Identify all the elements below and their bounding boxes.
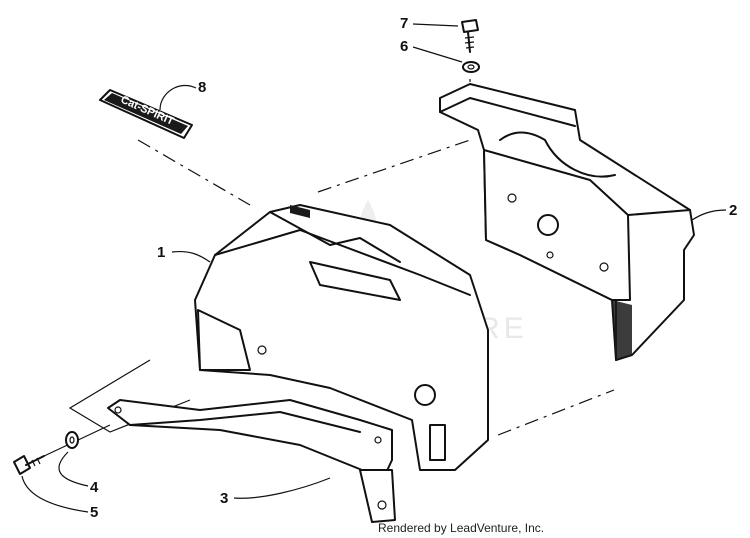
washer-part-6: [462, 61, 480, 73]
callout-2: 2: [729, 202, 737, 219]
callout-3: 3: [220, 490, 228, 507]
callout-1: 1: [157, 244, 165, 261]
callout-numbers: 7 6 8 1 2 3 4 5: [90, 15, 737, 521]
leader-lines: [21, 23, 727, 513]
bolt-part-7: [461, 19, 479, 53]
front-cover-part-1: [194, 204, 489, 471]
callout-6: 6: [400, 38, 408, 55]
rear-cover-part-2: [439, 83, 695, 361]
mounting-bracket-part-3: [107, 399, 396, 523]
callout-7: 7: [400, 15, 408, 32]
callout-8: 8: [198, 79, 206, 96]
washer-part-4: [65, 431, 79, 449]
decal-part-8: Cat-SPIRIT: [99, 89, 193, 139]
callout-5: 5: [90, 504, 98, 521]
bolt-part-5: [13, 455, 45, 475]
callout-4: 4: [90, 479, 99, 496]
credit-text: Rendered by LeadVenture, Inc.: [378, 521, 545, 535]
